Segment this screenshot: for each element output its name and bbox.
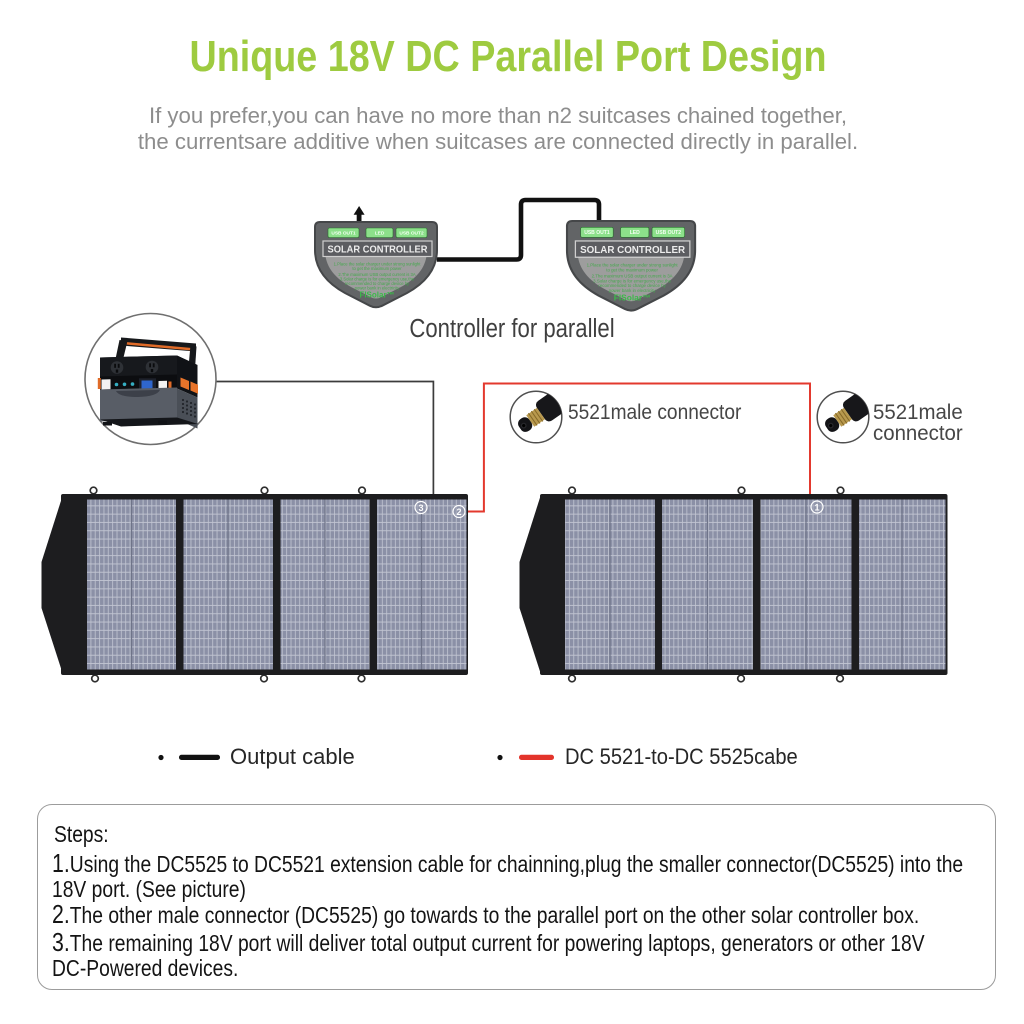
- svg-text:3: 3: [418, 503, 423, 513]
- svg-text:2.The maximum USB output curre: 2.The maximum USB output current is 3A: [592, 274, 673, 279]
- svg-text:to get the maximum power: to get the maximum power: [352, 266, 402, 271]
- svg-text:3.Solar charge is for emergenc: 3.Solar charge is for emergency use,the: [340, 277, 415, 282]
- svg-text:SOLAR CONTROLLER: SOLAR CONTROLLER: [328, 245, 428, 256]
- svg-text:2.The maximum USB output curre: 2.The maximum USB output current is 3A: [338, 272, 415, 277]
- svg-text:USB OUT1: USB OUT1: [331, 231, 356, 237]
- svg-text:USB OUT2: USB OUT2: [656, 230, 682, 236]
- svg-text:1.Place the solar charger unde: 1.Place the solar charger under strong s…: [587, 263, 679, 268]
- svg-text:USB OUT2: USB OUT2: [399, 231, 424, 237]
- svg-text:LED: LED: [375, 231, 385, 237]
- svg-text:1.Place the solar charger unde: 1.Place the solar charger under strong s…: [334, 262, 422, 267]
- svg-text:USB OUT1: USB OUT1: [584, 230, 610, 236]
- svg-text:SOLAR CONTROLLER: SOLAR CONTROLLER: [580, 245, 686, 256]
- svg-text:1: 1: [814, 502, 819, 512]
- svg-text:2: 2: [456, 507, 461, 517]
- svg-text:LED: LED: [630, 230, 640, 236]
- svg-text:FlSolar™: FlSolar™: [614, 292, 651, 302]
- svg-text:power bank in electricity: power bank in electricity: [609, 288, 657, 293]
- svg-text:to get the maximum power: to get the maximum power: [606, 267, 658, 272]
- svg-text:power bank in electricity: power bank in electricity: [355, 286, 401, 291]
- svg-text:recommended to charge device b: recommended to charge device by: [598, 283, 666, 288]
- svg-text:FlSolar™: FlSolar™: [359, 291, 394, 300]
- svg-text:3.Solar charge is for emergenc: 3.Solar charge is for emergency use,the: [593, 278, 671, 283]
- svg-text:recommended to charge device b: recommended to charge device by: [345, 281, 410, 286]
